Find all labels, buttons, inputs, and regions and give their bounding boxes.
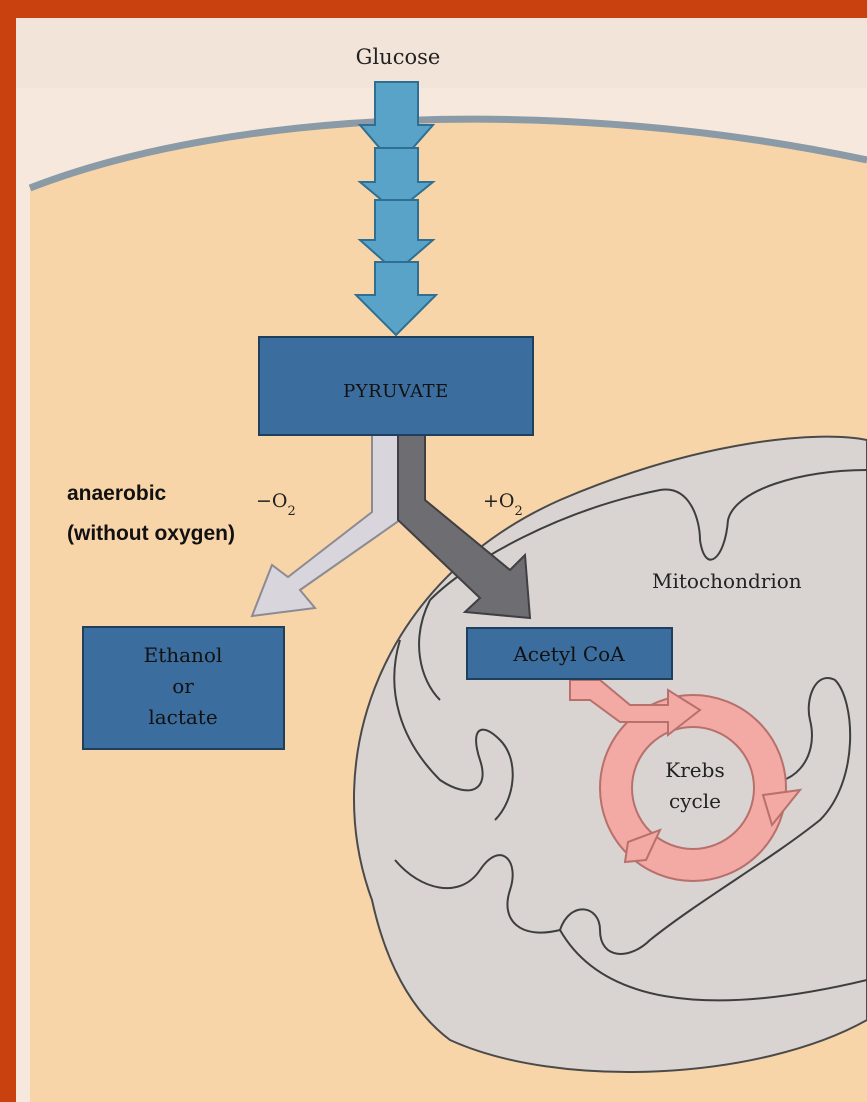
cycle-label: cycle xyxy=(669,789,721,813)
or-label: or xyxy=(172,674,194,698)
top-band xyxy=(16,18,867,88)
glucose-label: Glucose xyxy=(356,45,441,69)
mitochondrion-label: Mitochondrion xyxy=(652,569,802,593)
krebs-label: Krebs xyxy=(665,758,724,782)
ethanol-label: Ethanol xyxy=(144,643,223,667)
lactate-label: lactate xyxy=(148,705,217,729)
acetyl-coa-label: Acetyl CoA xyxy=(512,642,625,666)
anaerobic-label: anaerobic xyxy=(67,482,167,505)
pyruvate-label: PYRUVATE xyxy=(343,381,449,402)
anaerobic-sublabel: (without oxygen) xyxy=(67,522,235,545)
